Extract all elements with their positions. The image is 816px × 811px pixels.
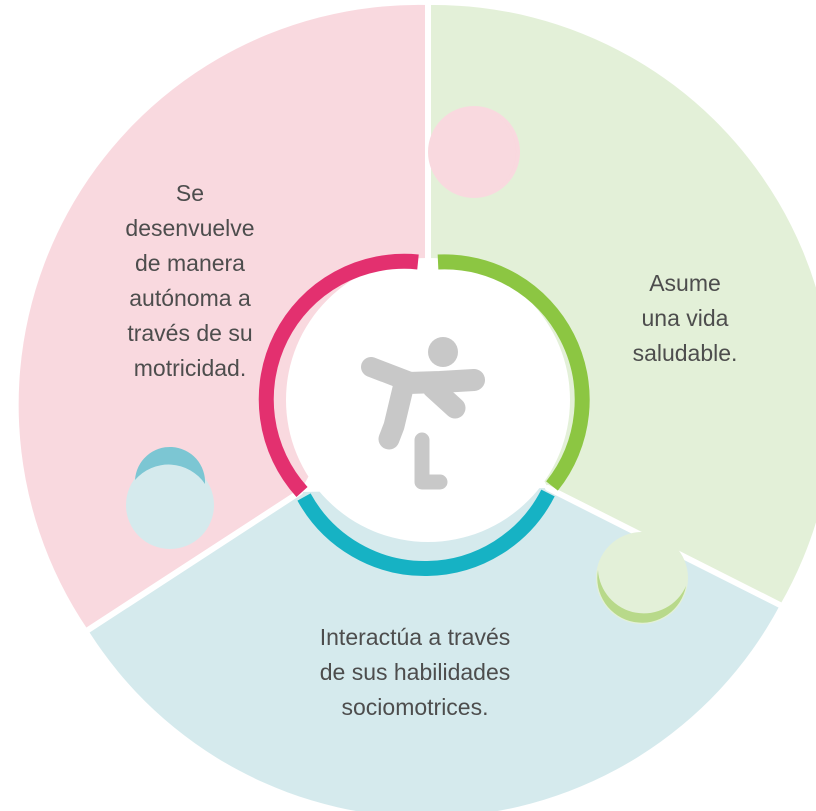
puzzle-knob-green [596, 532, 688, 624]
puzzle-knob-pink [428, 106, 520, 198]
jumper-head [428, 337, 458, 367]
label-line: Se [175, 180, 205, 206]
label-line: Interactúa a través [319, 624, 511, 650]
center-circle [286, 258, 570, 542]
puzzle-tab-blue [135, 446, 206, 484]
label-line: saludable. [632, 340, 738, 366]
puzzle-knob-blue [126, 461, 214, 549]
arc-pink [258, 253, 419, 498]
hurdle-jumper-icon [361, 337, 485, 490]
jumper-front-leg [422, 377, 466, 419]
label-line: través de su [127, 320, 253, 346]
segment-pink [18, 4, 428, 631]
label-line: de manera [135, 250, 245, 276]
arc-green [437, 254, 590, 491]
segment-label-green: Asume una vida saludable. [605, 266, 765, 371]
seam-left [85, 489, 303, 633]
label-line: una vida [641, 305, 729, 331]
label-line: sociomotrices. [341, 694, 489, 720]
label-line: autónoma a [129, 285, 251, 311]
puzzle-tab-green [597, 570, 686, 623]
label-line: motricidad. [133, 355, 247, 381]
segment-label-pink: Se desenvuelve de manera autónoma a trav… [70, 176, 310, 386]
segment-green [428, 4, 816, 605]
label-line: Asume [649, 270, 721, 296]
label-line: desenvuelve [125, 215, 255, 241]
label-line: de sus habilidades [319, 659, 511, 685]
segment-label-blue: Interactúa a través de sus habilidades s… [250, 620, 580, 725]
hurdle [414, 432, 448, 490]
jumper-rear-leg [378, 373, 415, 450]
arc-blue [297, 489, 555, 577]
